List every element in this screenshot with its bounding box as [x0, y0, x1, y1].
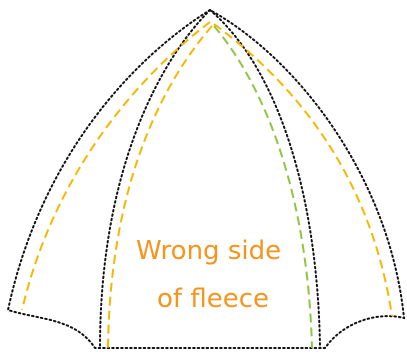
center-panel-right-outline	[209, 9, 321, 349]
fabric-side-label-line-1: Wrong side	[136, 236, 282, 266]
seam-line-right	[213, 23, 393, 317]
center-panel-left-outline	[99, 9, 211, 349]
seam-line-inner-left	[107, 25, 213, 349]
seam-line-left	[21, 21, 211, 311]
panel-outer-outline	[6, 8, 406, 349]
fabric-side-label-line-2: of fleece	[157, 284, 269, 314]
seam-line-center	[213, 25, 313, 349]
